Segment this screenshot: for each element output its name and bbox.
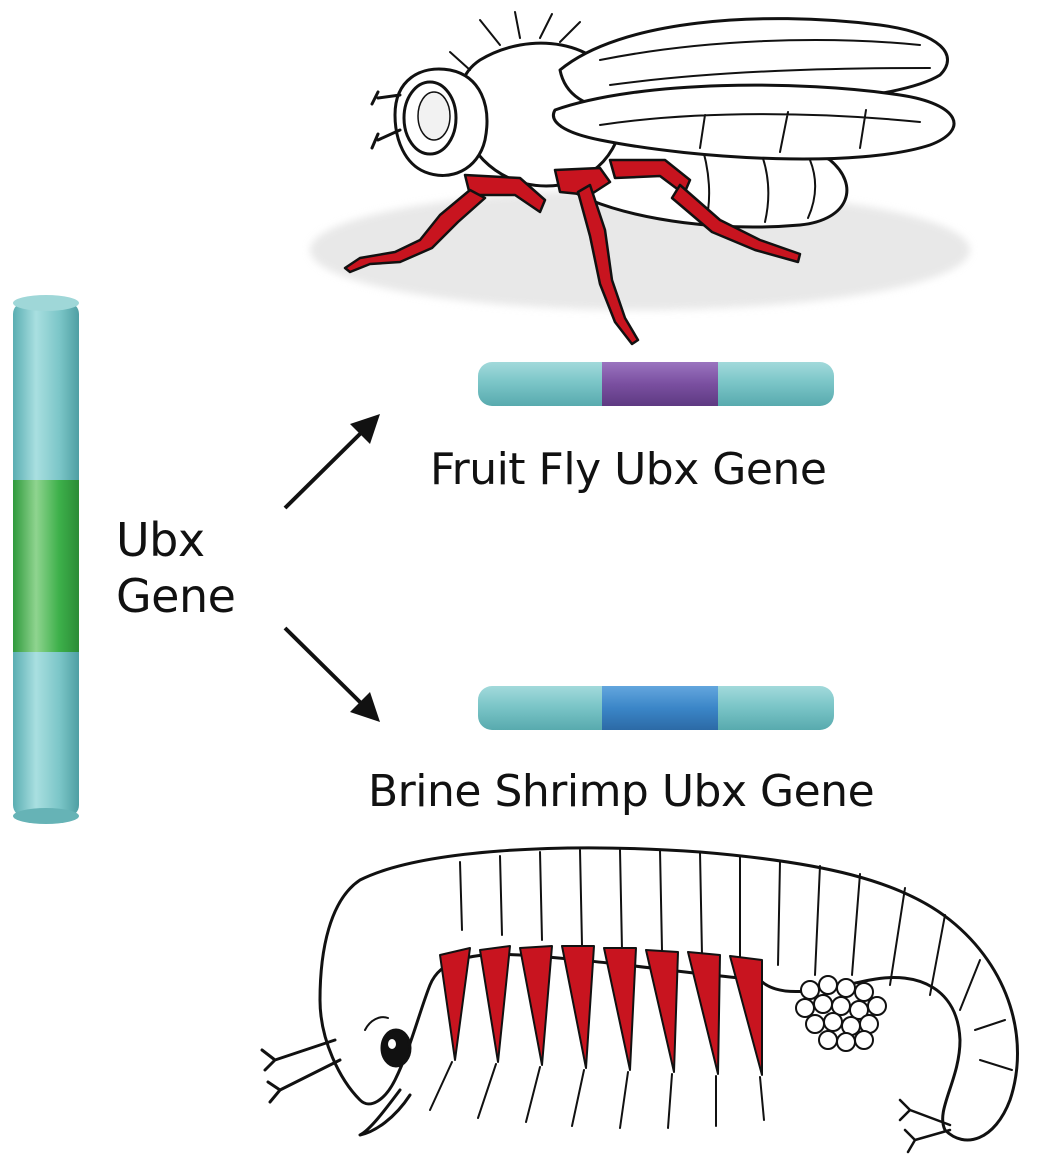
ubx-label-line1: Ubx	[116, 512, 235, 568]
arrow-up-right-icon	[285, 414, 380, 508]
ubx-gene-label: Ubx Gene	[116, 512, 235, 624]
ancestral-ubx-gene-cylinder	[13, 295, 79, 824]
brine-shrimp-gene-label: Brine Shrimp Ubx Gene	[368, 770, 874, 814]
brine-shrimp-illustration	[262, 848, 1018, 1152]
fruit-fly-gene-label: Fruit Fly Ubx Gene	[430, 448, 826, 492]
arrow-down-right-icon	[285, 628, 380, 722]
fruit-fly-ubx-gene-bar	[478, 362, 834, 406]
fruit-fly-illustration	[310, 12, 970, 344]
ubx-label-line2: Gene	[116, 568, 235, 624]
brine-shrimp-ubx-gene-bar	[478, 686, 834, 730]
